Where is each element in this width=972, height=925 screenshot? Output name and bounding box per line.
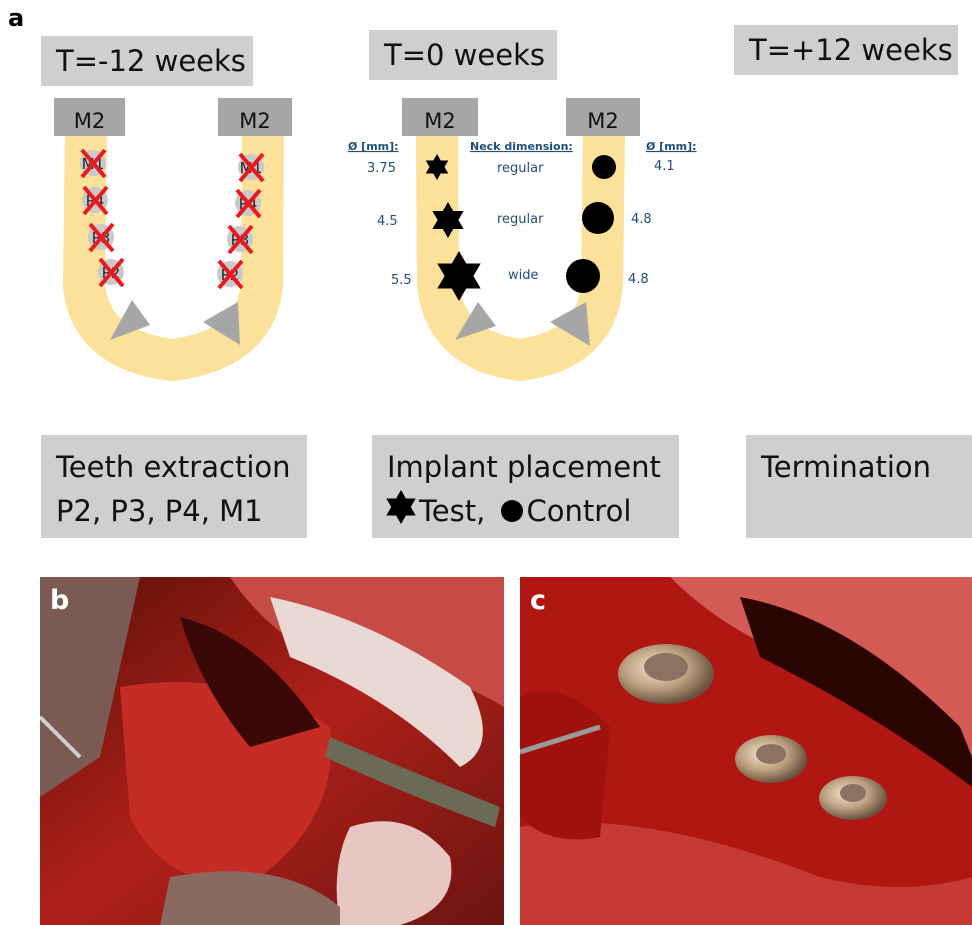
control-diameter-label: 4.1 — [654, 159, 675, 174]
control-implant-circle — [592, 155, 616, 179]
photo-c-implants: c — [520, 577, 972, 925]
photo-b-illustration — [40, 577, 504, 925]
jaw-diagrams: M2 M2 M1 P4 P3 P2 M1 P4 P3 P2 M2 M2 Ø [m… — [0, 0, 972, 420]
extracted-tooth: P2 — [217, 261, 243, 288]
control-diameter-label: 4.8 — [631, 212, 652, 227]
panel-label-c: c — [530, 585, 546, 616]
extracted-tooth: M1 — [238, 154, 264, 181]
test-diameter-label: 5.5 — [391, 273, 412, 288]
jaw-1: M2 M2 M1 P4 P3 P2 M1 P4 P3 P2 — [54, 98, 292, 360]
jaw-2: M2 M2 Ø [mm]: Neck dimension: Ø [mm]: 3.… — [348, 98, 697, 360]
control-implant-circle — [566, 259, 600, 293]
jaw-1-molar-left-label: M2 — [74, 109, 105, 133]
extracted-tooth: P4 — [82, 187, 108, 214]
test-diameter-label: 4.5 — [377, 214, 398, 229]
control-diameter-label: 4.8 — [628, 272, 649, 287]
extracted-tooth: P3 — [88, 224, 114, 251]
jaw-2-molar-left-label: M2 — [424, 109, 455, 133]
photo-b-extraction-site: b — [40, 577, 504, 925]
test-diameter-label: 3.75 — [367, 161, 396, 176]
test-star-icon — [383, 489, 419, 525]
caption-implant-line1: Implant placement — [387, 445, 679, 489]
neck-dimension-header: Neck dimension: — [470, 140, 573, 153]
caption-extraction-line1: Teeth extraction — [56, 445, 307, 489]
panel-label-b: b — [50, 585, 69, 616]
caption-implant-placement: Implant placement Test, Control — [372, 435, 679, 538]
extracted-tooth: P4 — [235, 190, 261, 217]
neck-label: regular — [497, 212, 544, 227]
extracted-tooth: P2 — [98, 259, 124, 286]
diameter-header-left: Ø [mm]: — [348, 140, 399, 153]
caption-extraction-line2: P2, P3, P4, M1 — [56, 489, 307, 533]
control-implant-circle — [582, 202, 614, 234]
photo-c-illustration — [520, 577, 972, 925]
neck-label: wide — [508, 268, 539, 283]
legend-test-label: Test, — [419, 494, 485, 528]
extracted-tooth: P3 — [227, 226, 253, 253]
diameter-header-right: Ø [mm]: — [646, 140, 697, 153]
caption-implant-line2: Test, Control — [387, 489, 679, 533]
caption-termination-line1: Termination — [761, 445, 972, 489]
control-circle-icon — [499, 497, 527, 525]
neck-label: regular — [497, 161, 544, 176]
jaw-1-molar-right-label: M2 — [239, 109, 270, 133]
jaw-2-molar-right-label: M2 — [587, 109, 618, 133]
extracted-tooth: M1 — [80, 150, 106, 177]
legend-control-label: Control — [527, 494, 632, 528]
caption-extraction: Teeth extraction P2, P3, P4, M1 — [41, 435, 307, 538]
caption-termination: Termination — [746, 435, 972, 538]
